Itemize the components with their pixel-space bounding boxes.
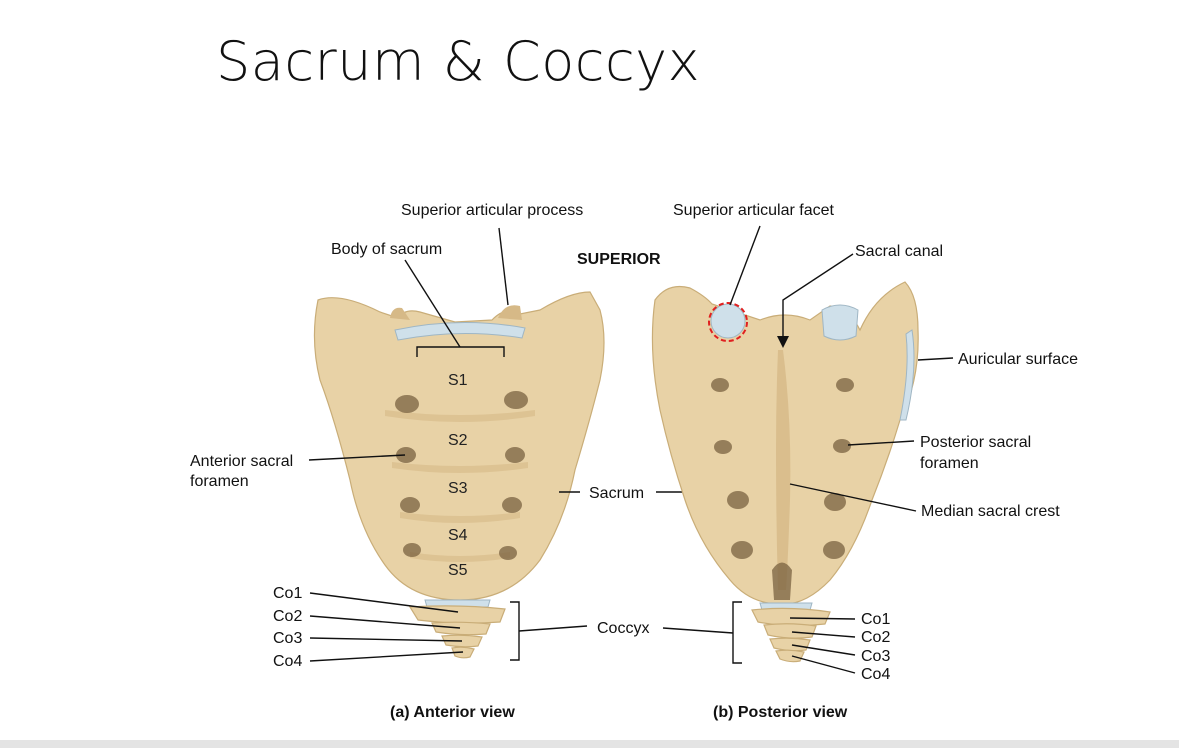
leader-posterior-co3 [791, 644, 856, 656]
posterior-co3 [769, 637, 811, 652]
highlighted-facet-circle [708, 302, 748, 342]
label-body-of-sacrum: Body of sacrum [331, 241, 442, 258]
leader-posterior-sacral-foramen [847, 440, 915, 446]
leader-posterior-co4 [791, 655, 856, 674]
leader-anterior-sacral-foramen [308, 454, 406, 461]
anterior-co2 [431, 621, 491, 636]
posterior-coccyx-bracket [732, 601, 742, 664]
leader-anterior-co4 [309, 651, 464, 662]
segment-s2: S2 [448, 432, 468, 449]
leader-superior-articular-facet [729, 225, 761, 306]
leader-auricular-surface [917, 357, 954, 361]
body-bracket [416, 346, 505, 357]
anterior-foramen-l3 [400, 497, 420, 513]
anterior-ridge-4 [410, 552, 510, 562]
label-sacrum: Sacrum [589, 485, 644, 502]
segment-s1: S1 [448, 372, 468, 389]
anterior-foramen-l4 [403, 543, 421, 557]
anterior-s1-disc [394, 322, 526, 341]
anterior-ridge-1 [385, 410, 535, 422]
anterior-foramen-r3 [502, 497, 522, 513]
posterior-left-facet [710, 303, 746, 339]
leader-anterior-co2 [309, 615, 461, 629]
leader-coccyx-right [662, 627, 734, 634]
leader-body-of-sacrum [404, 259, 461, 348]
posterior-co1 [751, 607, 831, 627]
label-sacral-canal: Sacral canal [855, 243, 943, 260]
posterior-auricular-edge [899, 329, 915, 421]
posterior-foramen-r2 [833, 439, 851, 453]
posterior-foramen-l3 [727, 491, 749, 509]
anterior-label-co4: Co4 [273, 653, 302, 670]
shared-labels: SUPERIOR Sacrum Coccyx [518, 251, 734, 637]
leader-posterior-co2 [791, 631, 856, 638]
leader-anterior-co1 [309, 592, 459, 613]
anterior-foramen-r1 [504, 391, 528, 409]
leader-superior-articular-process [498, 227, 509, 306]
label-median-sacral-crest: Median sacral crest [921, 503, 1060, 520]
segment-s4: S4 [448, 527, 468, 544]
anterior-label-co2: Co2 [273, 608, 302, 625]
posterior-foramen-r3 [824, 493, 846, 511]
posterior-foramen-r1 [836, 378, 854, 392]
label-superior-articular-facet: Superior articular facet [673, 202, 835, 219]
bottom-scroll-bar [0, 740, 1179, 748]
sacral-canal-arrowhead [777, 336, 789, 348]
label-auricular-surface: Auricular surface [958, 351, 1078, 368]
label-superior: SUPERIOR [577, 251, 661, 268]
segment-s5: S5 [448, 562, 468, 579]
leader-posterior-co1 [789, 617, 856, 620]
leader-coccyx-left [518, 625, 588, 632]
anterior-sacrum-illustration [313, 291, 605, 601]
posterior-right-facet [821, 304, 859, 341]
posterior-foramen-l4 [731, 541, 753, 559]
posterior-label-co2: Co2 [861, 629, 890, 646]
slide-title: Sacrum & Coccyx [216, 30, 701, 93]
posterior-sacral-hiatus [772, 562, 792, 600]
posterior-view: Superior articular facet Sacral canal Au… [651, 202, 1078, 721]
posterior-foramen-l1 [711, 378, 729, 392]
anterior-foramen-r4 [499, 546, 517, 560]
anterior-view: S1 S2 S3 S4 S5 Superior articular proces… [190, 202, 605, 721]
leader-anterior-co3 [309, 637, 463, 642]
label-superior-articular-process: Superior articular process [401, 202, 583, 219]
anterior-foramen-l1 [395, 395, 419, 413]
label-coccyx: Coccyx [597, 620, 649, 637]
anterior-co1 [408, 605, 506, 624]
posterior-median-crest [776, 350, 791, 590]
leader-median-sacral-crest [789, 483, 917, 512]
anterior-ridge-2 [392, 462, 528, 473]
posterior-label-co3: Co3 [861, 648, 890, 665]
label-anterior-sacral-foramen-line2: foramen [190, 473, 249, 490]
anterior-foramen-r2 [505, 447, 525, 463]
anterior-foramen-l2 [396, 447, 416, 463]
anterior-coccyx-bracket [510, 601, 520, 661]
label-anterior-sacral-foramen-line1: Anterior sacral [190, 453, 293, 470]
label-posterior-sacral-foramen-line2: foramen [920, 455, 979, 472]
anterior-label-co1: Co1 [273, 585, 302, 602]
leader-sacral-canal [782, 253, 854, 342]
caption-anterior-view: (a) Anterior view [390, 704, 515, 721]
label-posterior-sacral-foramen-line1: Posterior sacral [920, 434, 1031, 451]
posterior-foramen-l2 [714, 440, 732, 454]
posterior-foramen-r4 [823, 541, 845, 559]
anterior-label-co3: Co3 [273, 630, 302, 647]
segment-s3: S3 [448, 480, 468, 497]
anterior-superior-process-left [390, 307, 410, 320]
anterior-superior-process-right [498, 305, 522, 320]
posterior-co4 [775, 649, 805, 663]
posterior-label-co4: Co4 [861, 666, 890, 683]
posterior-label-co1: Co1 [861, 611, 890, 628]
caption-posterior-view: (b) Posterior view [713, 704, 848, 721]
posterior-co2 [763, 623, 817, 639]
anterior-ridge-3 [400, 512, 520, 523]
